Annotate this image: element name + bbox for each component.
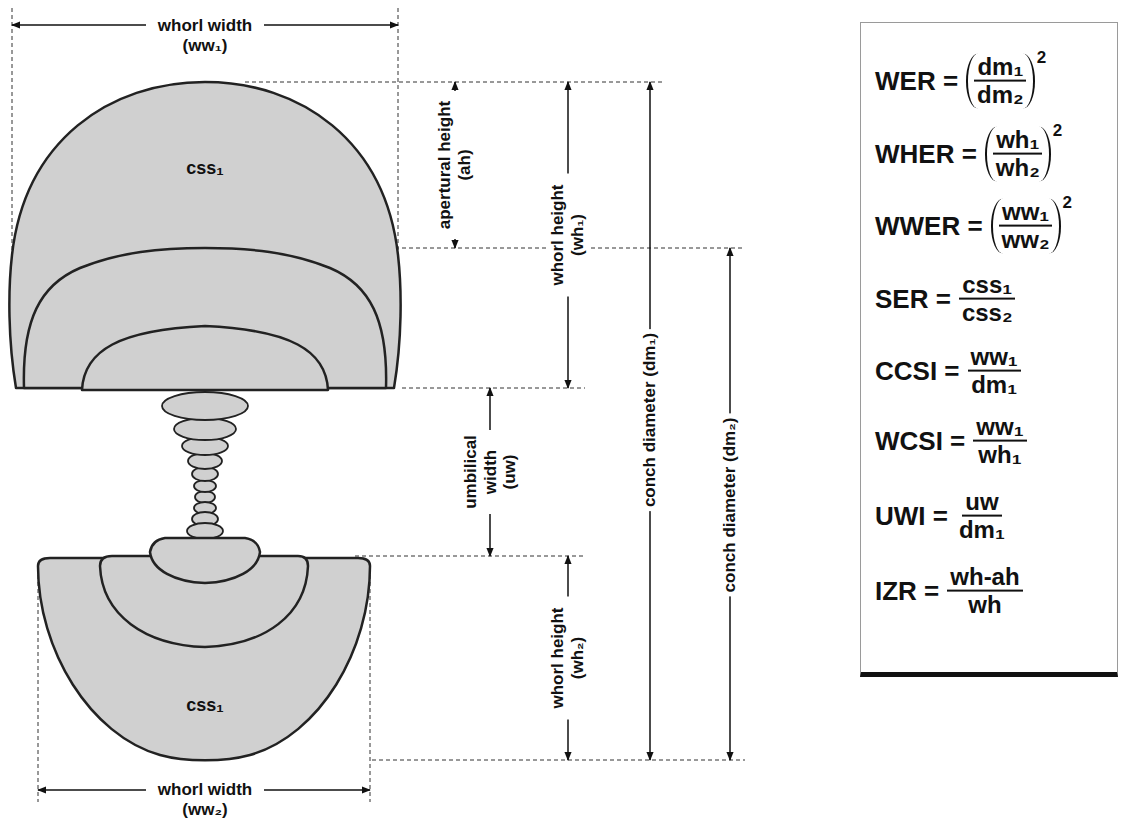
extension-line bbox=[372, 760, 745, 761]
denominator: dm₂ bbox=[974, 82, 1027, 108]
formula-row: CCSI = ww₁dm₁ bbox=[875, 344, 1021, 399]
formula-box: WER =dm₁dm₂2WHER =wh₁wh₂2WWER =ww₁ww₂2SE… bbox=[860, 22, 1118, 677]
denominator: dm₁ bbox=[968, 372, 1020, 398]
fraction: ww₁wh₁ bbox=[973, 414, 1026, 469]
dimension-label: whorl height (wh₂) bbox=[547, 597, 588, 720]
fraction: css₁css₂ bbox=[959, 272, 1016, 327]
exponent: 2 bbox=[1053, 121, 1062, 141]
formula-parentheses: dm₁dm₂ bbox=[966, 54, 1035, 109]
denominator: ww₂ bbox=[999, 227, 1053, 253]
formula-name: CCSI = bbox=[875, 356, 960, 387]
formula-name: WWER = bbox=[875, 211, 983, 242]
fraction: wh₁wh₂ bbox=[993, 127, 1043, 182]
fraction: dm₁dm₂ bbox=[974, 54, 1027, 109]
denominator: wh₁ bbox=[975, 442, 1024, 468]
whorl-outline bbox=[30, 530, 380, 765]
extension-line bbox=[402, 388, 585, 389]
extension-line bbox=[38, 575, 39, 802]
denominator: dm₁ bbox=[956, 517, 1008, 543]
fraction: ww₁dm₁ bbox=[968, 344, 1021, 399]
dimension-label: conch diameter (dm₁) bbox=[639, 329, 661, 511]
formula-parentheses: ww₁ww₂ bbox=[991, 199, 1061, 254]
fraction: uwdm₁ bbox=[956, 489, 1008, 544]
inner-whorl bbox=[162, 392, 248, 420]
dimension-label: whorl height (wh₁) bbox=[547, 174, 588, 297]
dimension-label: apertural height (ah) bbox=[434, 91, 475, 239]
dimension-label: whorl width (ww₂) bbox=[146, 779, 264, 820]
exponent: 2 bbox=[1063, 193, 1072, 213]
numerator: dm₁ bbox=[974, 54, 1026, 82]
dimension-label: whorl width (ww₁) bbox=[146, 15, 264, 56]
lower-whorl-section: css₁ bbox=[30, 530, 380, 765]
numerator: css₁ bbox=[959, 272, 1015, 300]
inner-whorl bbox=[174, 418, 236, 440]
extension-line bbox=[12, 8, 13, 262]
numerator: uw bbox=[962, 489, 1001, 517]
formula-row: IZR = wh-ahwh bbox=[875, 564, 1023, 619]
extension-line bbox=[355, 556, 585, 557]
formula-row: SER = css₁css₂ bbox=[875, 272, 1016, 327]
extension-line bbox=[398, 8, 399, 252]
numerator: ww₁ bbox=[968, 344, 1021, 372]
formula-parentheses: wh₁wh₂ bbox=[985, 127, 1051, 182]
whorl-shape bbox=[82, 326, 328, 390]
fraction: wh-ahwh bbox=[947, 564, 1022, 619]
fraction: ww₁ww₂ bbox=[999, 199, 1053, 254]
formula-row: WER =dm₁dm₂2 bbox=[875, 54, 1046, 109]
extension-line bbox=[370, 575, 371, 802]
formula-row: WHER =wh₁wh₂2 bbox=[875, 127, 1062, 182]
section-label: css₁ bbox=[186, 695, 223, 716]
formula-row: UWI = uwdm₁ bbox=[875, 489, 1008, 544]
whorl-outline bbox=[5, 78, 405, 394]
denominator: css₂ bbox=[959, 300, 1016, 326]
formula-name: UWI = bbox=[875, 501, 948, 532]
numerator: ww₁ bbox=[973, 414, 1026, 442]
formula-name: WCSI = bbox=[875, 426, 965, 457]
formula-row: WCSI = ww₁wh₁ bbox=[875, 414, 1027, 469]
numerator: wh₁ bbox=[993, 127, 1042, 155]
formula-name: SER = bbox=[875, 284, 951, 315]
exponent: 2 bbox=[1037, 48, 1046, 68]
umbilical-whorls bbox=[162, 392, 248, 539]
denominator: wh₂ bbox=[993, 155, 1043, 181]
formula-name: WHER = bbox=[875, 139, 977, 170]
outer-whorl-section: css₁ bbox=[5, 78, 405, 394]
formula-name: WER = bbox=[875, 66, 958, 97]
formula-row: WWER =ww₁ww₂2 bbox=[875, 199, 1072, 254]
formula-name: IZR = bbox=[875, 576, 939, 607]
numerator: wh-ah bbox=[947, 564, 1022, 592]
section-label: css₁ bbox=[186, 158, 223, 179]
dimension-label: conch diameter (dm₂) bbox=[719, 414, 741, 597]
inner-whorl bbox=[187, 523, 223, 539]
denominator: wh bbox=[965, 592, 1004, 618]
numerator: ww₁ bbox=[999, 199, 1052, 227]
dimension-label: umbilical width (uw) bbox=[460, 430, 521, 514]
whorl-shape bbox=[150, 538, 260, 583]
